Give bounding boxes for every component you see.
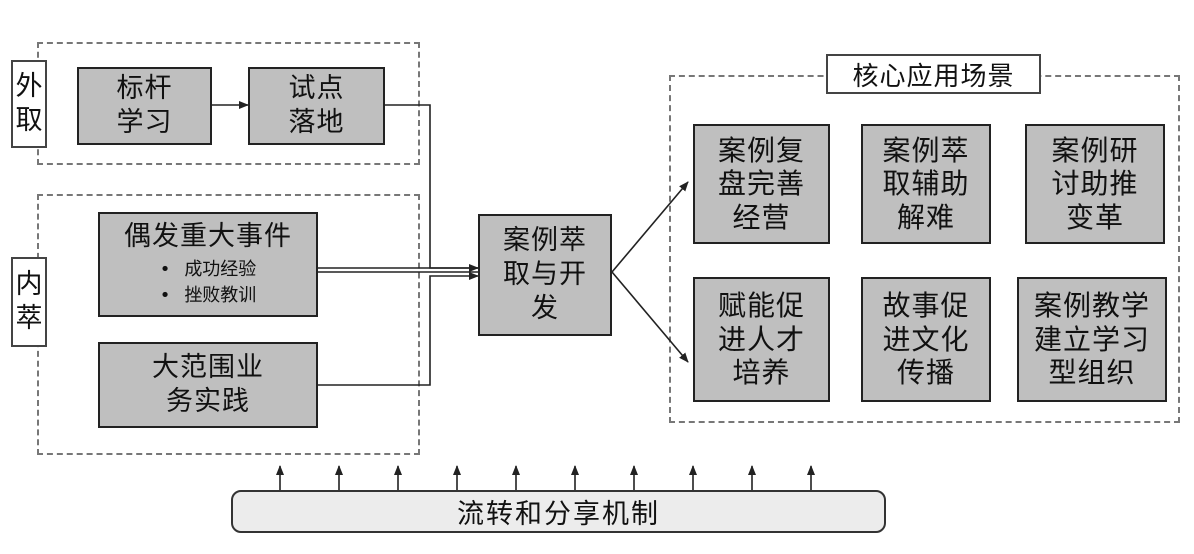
major-events-box: 偶发重大事件 成功经验 挫败教训 (98, 212, 318, 317)
scenario-culture-text: 故事促进文化传播 (882, 289, 970, 390)
mechanism-text: 流转和分享机制 (457, 499, 660, 530)
arrow-practice-to-center (318, 272, 479, 386)
scenario-review-text: 案例复盘完善经营 (717, 133, 805, 234)
pilot-box: 试点落地 (248, 67, 385, 145)
pilot-text: 试点落地 (288, 73, 345, 138)
major-events-title: 偶发重大事件 (124, 220, 292, 252)
mechanism-bar: 流转和分享机制 (231, 490, 886, 533)
external-label: 外取 (11, 60, 47, 148)
scenario-discussion-text: 案例研讨助推变革 (1051, 133, 1139, 234)
arrow-pilot-to-center (385, 104, 479, 272)
scenario-review-box: 案例复盘完善经营 (693, 124, 830, 244)
bullet-success: 成功经验 (160, 257, 256, 283)
scenario-talent-box: 赋能促进人才培养 (693, 277, 830, 402)
scenario-talent-text: 赋能促进人才培养 (717, 289, 805, 390)
internal-label: 内萃 (11, 257, 47, 347)
scenario-teaching-text: 案例教学建立学习型组织 (1033, 289, 1150, 390)
arrow-center-to-top (611, 181, 689, 273)
case-extraction-box: 案例萃取与开发 (478, 214, 612, 336)
scenario-extract-text: 案例萃取辅助解难 (882, 133, 970, 234)
scenarios-title: 核心应用场景 (826, 54, 1041, 94)
scenario-extract-box: 案例萃取辅助解难 (861, 124, 991, 244)
business-practice-box: 大范围业务实践 (98, 342, 318, 428)
business-practice-text: 大范围业务实践 (152, 352, 264, 417)
benchmark-learning-text: 标杆学习 (116, 73, 173, 138)
arrow-center-to-bottom (611, 271, 689, 363)
case-extraction-text: 案例萃取与开发 (503, 225, 587, 324)
scenario-discussion-box: 案例研讨助推变革 (1025, 124, 1165, 244)
scenario-teaching-box: 案例教学建立学习型组织 (1017, 277, 1167, 402)
scenario-culture-box: 故事促进文化传播 (861, 277, 991, 402)
benchmark-learning-box: 标杆学习 (77, 67, 212, 145)
major-events-bullets: 成功经验 挫败教训 (160, 257, 256, 309)
bullet-failure: 挫败教训 (160, 283, 256, 309)
